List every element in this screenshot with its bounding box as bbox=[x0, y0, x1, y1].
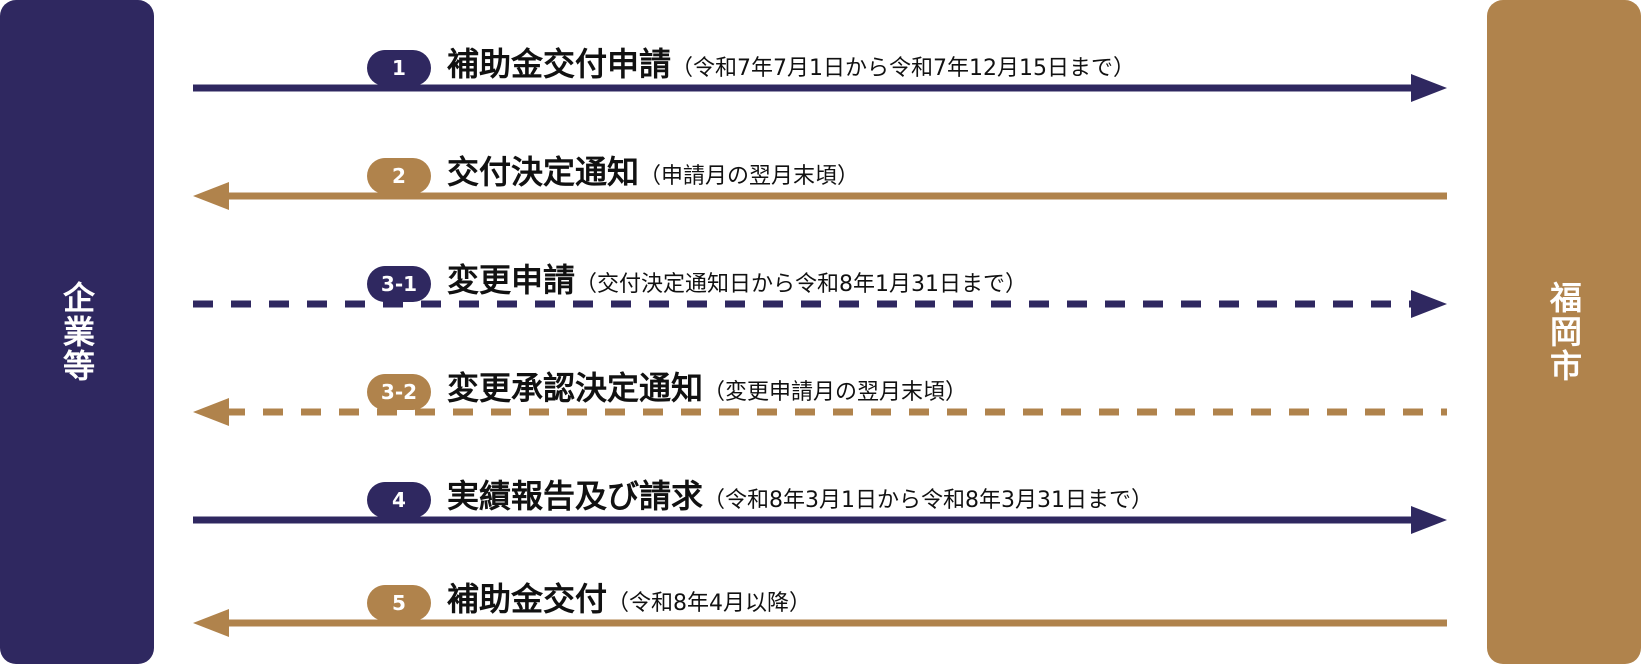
company-label: 企業等 bbox=[58, 281, 96, 383]
step-3-1-title: 変更申請 bbox=[447, 261, 576, 299]
step-3-2-row: 3-2 変更承認決定通知（変更申請月の翌月末頃） bbox=[0, 344, 1641, 453]
step-3-2-arrow bbox=[193, 398, 1447, 426]
step-5-row: 5 補助金交付（令和8年4月以降） bbox=[0, 555, 1641, 664]
step-5-note: （令和8年4月以降） bbox=[607, 591, 812, 616]
step-5-arrow bbox=[193, 609, 1447, 637]
step-3-2-title: 変更承認決定通知 bbox=[447, 369, 704, 407]
arrow-head bbox=[193, 182, 229, 210]
step-4-title: 実績報告及び請求 bbox=[447, 477, 704, 515]
arrow-head bbox=[1411, 290, 1447, 318]
step-2-arrow bbox=[193, 182, 1447, 210]
company-box: 企業等 bbox=[0, 0, 154, 664]
step-2-title-line: 交付決定通知（申請月の翌月末頃） bbox=[447, 152, 859, 197]
arrow-head bbox=[1411, 74, 1447, 102]
step-1-arrow bbox=[193, 74, 1447, 102]
arrow-head bbox=[193, 398, 229, 426]
step-3-1-title-line: 変更申請（交付決定通知日から令和8年1月31日まで） bbox=[447, 260, 1027, 305]
step-3-1-arrow bbox=[193, 290, 1447, 318]
step-3-2-badge: 3-2 bbox=[367, 374, 431, 410]
arrow-head bbox=[193, 609, 229, 637]
step-2-row: 2 交付決定通知（申請月の翌月末頃） bbox=[0, 128, 1641, 237]
step-4-arrow bbox=[193, 506, 1447, 534]
step-4-badge: 4 bbox=[367, 482, 431, 518]
step-3-1-row: 3-1 変更申請（交付決定通知日から令和8年1月31日まで） bbox=[0, 236, 1641, 345]
step-1-title: 補助金交付申請 bbox=[447, 45, 672, 83]
step-3-2-note: （変更申請月の翌月末頃） bbox=[703, 380, 968, 405]
step-4-title-line: 実績報告及び請求（令和8年3月1日から令和8年3月31日まで） bbox=[447, 476, 1153, 521]
step-3-1-note: （交付決定通知日から令和8年1月31日まで） bbox=[575, 272, 1028, 297]
step-2-note: （申請月の翌月末頃） bbox=[639, 164, 860, 189]
step-1-row: 1 補助金交付申請（令和7年7月1日から令和7年12月15日まで） bbox=[0, 20, 1641, 129]
step-5-badge: 5 bbox=[367, 585, 431, 621]
step-3-2-title-line: 変更承認決定通知（変更申請月の翌月末頃） bbox=[447, 368, 967, 413]
step-1-note: （令和7年7月1日から令和7年12月15日まで） bbox=[671, 56, 1135, 81]
step-4-note: （令和8年3月1日から令和8年3月31日まで） bbox=[703, 488, 1153, 513]
step-1-title-line: 補助金交付申請（令和7年7月1日から令和7年12月15日まで） bbox=[447, 44, 1135, 89]
step-1-badge: 1 bbox=[367, 50, 431, 86]
arrow-head bbox=[1411, 506, 1447, 534]
step-5-title-line: 補助金交付（令和8年4月以降） bbox=[447, 579, 811, 624]
step-5-title: 補助金交付 bbox=[447, 580, 608, 618]
fukuoka-city-box: 福岡市 bbox=[1487, 0, 1641, 664]
step-3-1-badge: 3-1 bbox=[367, 266, 431, 302]
step-2-badge: 2 bbox=[367, 158, 431, 194]
fukuoka-city-label: 福岡市 bbox=[1545, 281, 1583, 383]
step-2-title: 交付決定通知 bbox=[447, 153, 640, 191]
step-4-row: 4 実績報告及び請求（令和8年3月1日から令和8年3月31日まで） bbox=[0, 452, 1641, 561]
